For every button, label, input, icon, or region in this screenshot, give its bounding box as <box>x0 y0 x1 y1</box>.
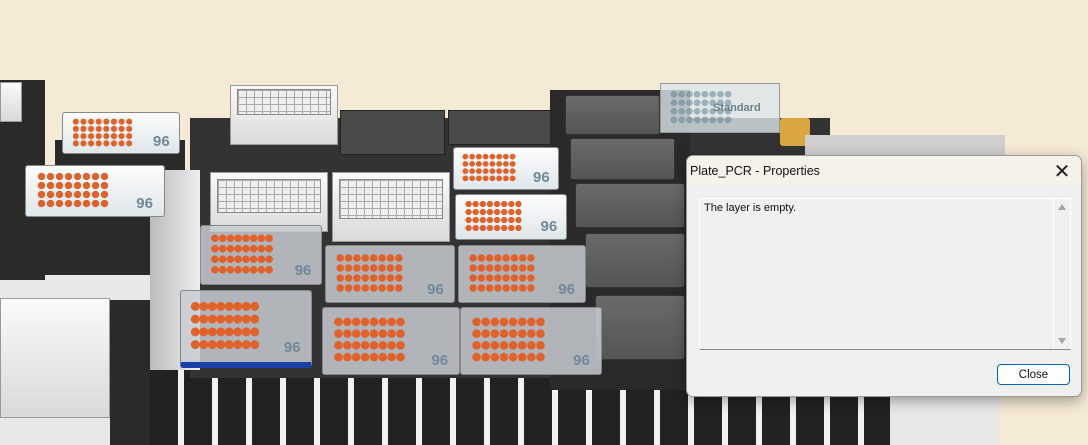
scroll-down-icon[interactable] <box>1058 338 1066 344</box>
tip-box[interactable] <box>210 172 328 232</box>
plate-label: 96 <box>540 218 558 236</box>
plate-96[interactable]: 96 <box>460 307 602 375</box>
left-block <box>0 82 22 122</box>
plate-96[interactable]: 96 <box>325 245 455 303</box>
lid[interactable] <box>570 138 675 180</box>
lid[interactable] <box>585 233 685 288</box>
left-module <box>0 298 110 418</box>
plate-96[interactable]: 96 <box>458 245 586 303</box>
well-grid <box>210 232 273 275</box>
tip-box[interactable] <box>230 85 338 145</box>
properties-content: The layer is empty. <box>704 202 797 214</box>
plate-96[interactable]: 96 <box>455 194 567 240</box>
lid[interactable] <box>595 295 685 360</box>
well-grid <box>462 152 517 183</box>
plate-96[interactable]: 96 <box>25 165 165 217</box>
plate-label: 96 <box>153 132 170 150</box>
plate-label: 96 <box>283 339 301 357</box>
well-grid <box>191 299 259 351</box>
plate-96[interactable]: 96 <box>62 112 180 154</box>
lid[interactable] <box>565 95 660 135</box>
well-grid <box>469 252 535 294</box>
scrollbar[interactable] <box>1053 199 1070 349</box>
dialog-titlebar[interactable]: Plate_PCR - Properties ✕ <box>687 156 1081 186</box>
carrier-left <box>25 215 170 275</box>
standard-plate[interactable]: Standard <box>660 83 780 133</box>
properties-dialog: Plate_PCR - Properties ✕ The layer is em… <box>686 155 1082 397</box>
plate-96[interactable]: 96 <box>453 147 559 190</box>
plate-label: 96 <box>533 168 550 186</box>
plate-label: 96 <box>558 280 575 298</box>
plate-label: 96 <box>427 280 444 298</box>
tip-box[interactable] <box>332 172 450 242</box>
well-grid <box>472 315 545 364</box>
plate-label: 96 <box>136 195 153 212</box>
standard-label: Standard <box>713 102 761 114</box>
lid[interactable] <box>575 183 685 228</box>
plate-96[interactable]: 96 <box>322 307 460 375</box>
tip-grid <box>237 89 331 115</box>
plate-96[interactable]: 96 <box>200 225 322 285</box>
plate-label: 96 <box>294 262 312 280</box>
well-grid <box>336 252 403 294</box>
scroll-up-icon[interactable] <box>1058 204 1066 210</box>
well-grid <box>464 200 522 232</box>
well-grid <box>333 315 405 364</box>
empty-position[interactable] <box>340 110 445 155</box>
tip-grid <box>339 179 443 219</box>
properties-text-area[interactable]: The layer is empty. <box>699 198 1071 350</box>
close-icon[interactable]: ✕ <box>1053 160 1071 183</box>
plate-label: 96 <box>573 351 590 369</box>
well-grid <box>37 172 109 208</box>
left-post <box>110 300 150 445</box>
dialog-title: Plate_PCR - Properties <box>690 164 820 178</box>
tip-grid <box>217 179 321 213</box>
close-button[interactable]: Close <box>997 364 1070 385</box>
well-grid <box>670 89 732 125</box>
empty-position[interactable] <box>448 110 553 145</box>
well-grid <box>72 117 133 147</box>
plate-pcr-selected[interactable]: 96 <box>180 290 312 368</box>
plate-label: 96 <box>431 351 449 369</box>
